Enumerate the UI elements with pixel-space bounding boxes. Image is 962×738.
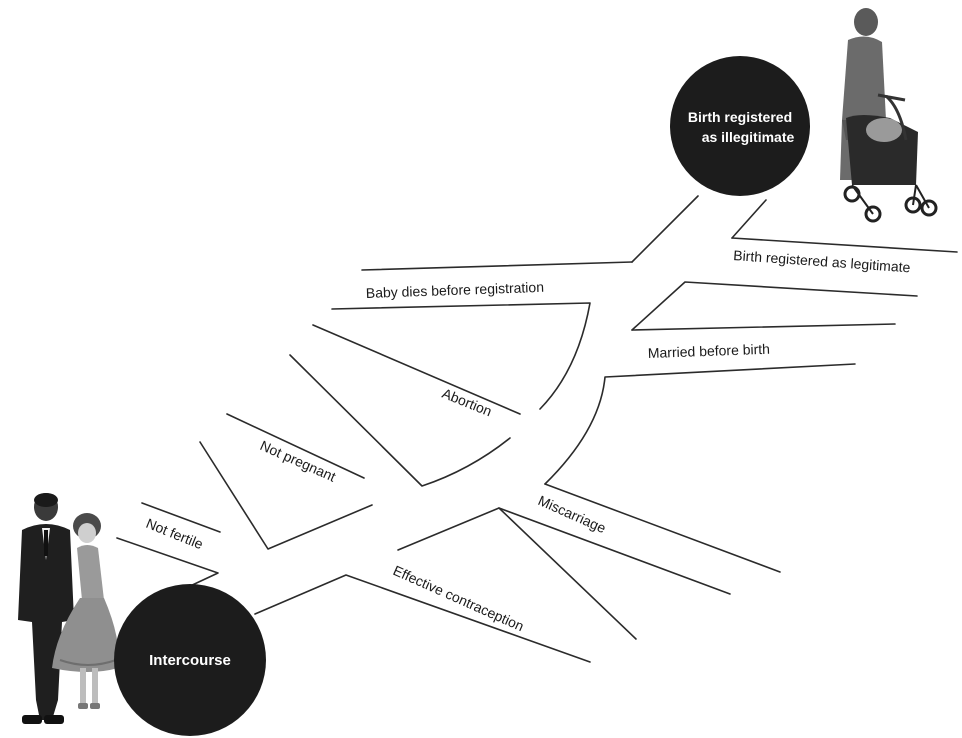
woman-figure [52,513,119,709]
label-miscarriage: Miscarriage [536,492,609,536]
node-illegitimate-label-line2: as illegitimate [702,129,795,145]
node-illegitimate-label-line1: Birth registered [688,109,792,125]
man-figure [18,493,74,724]
label-not-fertile: Not fertile [144,515,206,552]
couple-illustration [18,493,119,724]
label-married-before-birth: Married before birth [648,341,771,361]
node-birth-illegitimate: Birth registered as illegitimate [670,56,810,196]
node-intercourse: Intercourse [114,584,266,736]
label-abortion: Abortion [440,385,494,419]
mother-pram-illustration [840,8,938,223]
label-baby-dies: Baby dies before registration [366,279,545,301]
label-birth-legitimate: Birth registered as legitimate [733,247,911,275]
pathway-lines [116,195,958,663]
node-intercourse-label: Intercourse [149,652,231,669]
